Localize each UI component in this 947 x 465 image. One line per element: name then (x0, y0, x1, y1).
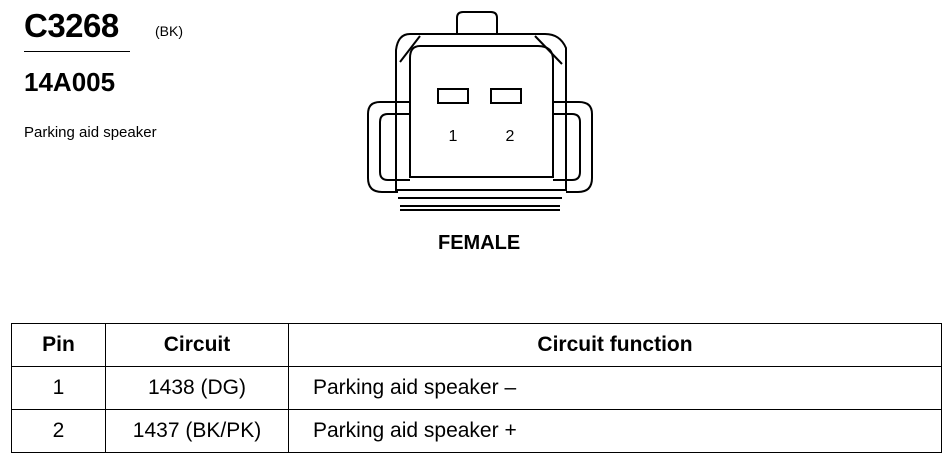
table-header-row: Pin Circuit Circuit function (11, 323, 942, 367)
cell-circuit-function: Parking aid speaker – (288, 366, 942, 410)
cell-circuit-function: Parking aid speaker + (288, 409, 942, 453)
connector-inner-body (409, 45, 554, 178)
pin-label-2: 2 (506, 128, 515, 145)
header-circuit-function: Circuit function (288, 323, 942, 367)
cell-circuit: 1438 (DG) (105, 366, 289, 410)
connector-color-code: (BK) (155, 23, 183, 39)
pin-cavity-2 (490, 88, 522, 104)
pin-cavity-1 (437, 88, 469, 104)
cell-pin: 1 (11, 366, 106, 410)
connector-left-latch (367, 101, 410, 193)
pinout-table: Pin Circuit Circuit function 1 1438 (DG)… (11, 323, 942, 453)
table-row: 1 1438 (DG) Parking aid speaker – (11, 366, 942, 410)
cell-pin: 2 (11, 409, 106, 453)
pin-label-1: 1 (449, 128, 458, 145)
connector-description: Parking aid speaker (24, 124, 157, 141)
header-pin: Pin (11, 323, 106, 367)
cell-circuit: 1437 (BK/PK) (105, 409, 289, 453)
title-underline (24, 51, 130, 52)
connector-outer-housing (395, 33, 567, 191)
table-row: 2 1437 (BK/PK) Parking aid speaker + (11, 409, 942, 453)
header-circuit: Circuit (105, 323, 289, 367)
connector-face-diagram: 1 2 (367, 11, 593, 211)
connector-lock-tab (456, 11, 498, 34)
part-number: 14A005 (24, 67, 116, 97)
connector-right-latch (553, 101, 593, 193)
connector-gender-label: FEMALE (438, 232, 521, 254)
connector-id: C3268 (24, 7, 119, 44)
